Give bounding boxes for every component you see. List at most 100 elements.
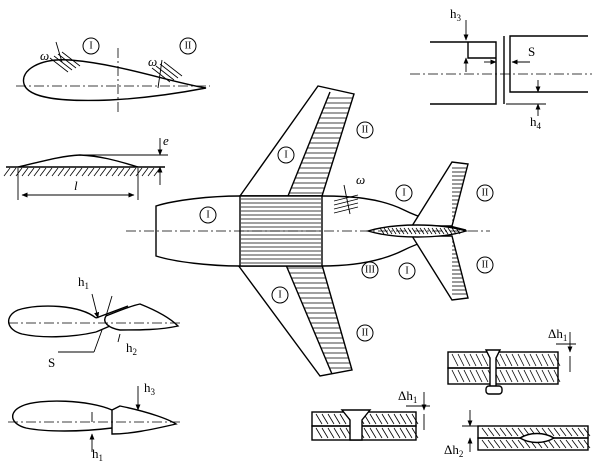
hatch-line (381, 427, 389, 439)
hatch-line (93, 167, 101, 177)
airfoil-waviness-detail: ω ω I II (16, 37, 210, 112)
hatch-line (475, 369, 483, 383)
zone-marker: I (395, 184, 413, 202)
upper-wing-hatching (289, 97, 353, 194)
hatch-line (529, 353, 537, 367)
rivet-upper-dh1: Δh1 (548, 326, 567, 343)
svg-text:I: I (405, 266, 408, 277)
hatch-line (535, 353, 543, 367)
hatch-line (81, 167, 89, 177)
hatch-line (363, 427, 371, 439)
zone-marker: I (277, 146, 295, 164)
svg-text:II: II (362, 328, 369, 339)
zone-marker: II (476, 184, 494, 202)
hatch-line (451, 369, 459, 383)
svg-text:I: I (402, 188, 405, 199)
hatch-line (547, 353, 555, 367)
hatch-line (375, 427, 383, 439)
hatch-line (427, 227, 433, 235)
hatch-line (517, 353, 525, 367)
hatch-line (141, 167, 149, 177)
hatch-line (33, 167, 41, 177)
hatch-line (27, 167, 35, 177)
flap-gap-detail: h1 h2 S (8, 274, 182, 370)
hatch-line (505, 353, 513, 367)
hatch-line (511, 353, 519, 367)
step-h3-label: h3 (450, 6, 462, 23)
hatch-line (481, 427, 489, 437)
hatch-line (457, 369, 465, 383)
rivet-head-detail-upper: Δh1 (447, 326, 576, 395)
hatch-line (463, 353, 471, 367)
hatch-line (69, 167, 77, 177)
hatch-line (577, 427, 585, 437)
hatch-line (375, 413, 383, 425)
hatch-line (21, 167, 29, 177)
hatch-line (559, 439, 567, 449)
fuselage-joint-mark (333, 184, 359, 215)
hatch-line (505, 369, 513, 383)
hatch-line (499, 353, 507, 367)
hatch-line (547, 369, 555, 383)
hatch-line (153, 167, 161, 177)
hatch-line (339, 427, 347, 439)
hatch-line (399, 413, 407, 425)
hatch-line (123, 167, 131, 177)
airfoil-omega-rear: ω (148, 54, 157, 69)
zone-marker: II (356, 324, 374, 342)
te-h1-label: h1 (92, 446, 103, 463)
hatch-line (559, 427, 567, 437)
flap-h1-label: h1 (78, 274, 89, 291)
hatch-line (553, 353, 561, 367)
bump-height-e: e (163, 133, 169, 148)
hatch-line (339, 413, 347, 425)
hatch-line (553, 427, 561, 437)
hatch-line (75, 167, 83, 177)
hatch-line (387, 413, 395, 425)
hatch-line (553, 369, 561, 383)
hatch-line (411, 427, 419, 439)
hatch-line (499, 427, 507, 437)
hatch-line (411, 413, 419, 425)
step-h4-label: h4 (530, 114, 542, 131)
hatch-line (457, 353, 465, 367)
zone-marker: I (271, 286, 289, 304)
hatch-line (391, 227, 397, 235)
trailing-edge-detail: h3 h1 (8, 380, 180, 463)
hatch-line (517, 427, 525, 437)
hatch-line (87, 167, 95, 177)
hatch-line (493, 427, 501, 437)
zone-marker: II (356, 121, 374, 139)
hatch-line (463, 369, 471, 383)
hatch-line (529, 369, 537, 383)
svg-text:I: I (284, 150, 287, 161)
svg-text:I: I (278, 290, 281, 301)
hatch-line (487, 427, 495, 437)
lower-wing-hatching (287, 267, 352, 369)
hatch-line (135, 167, 143, 177)
hatch-line (487, 439, 495, 449)
hatch-line (493, 439, 501, 449)
zone-marker: I (199, 206, 217, 224)
hatch-line (553, 439, 561, 449)
svg-text:II: II (185, 41, 192, 52)
hatch-line (321, 427, 329, 439)
hatch-line (499, 369, 507, 383)
zone-marker: I (398, 262, 416, 280)
hatch-line (511, 439, 519, 449)
aircraft-planform: ω I I II I II III I I II II (126, 85, 494, 377)
hatch-line (333, 427, 341, 439)
step-gap-s: S (528, 44, 535, 59)
hatch-line (481, 353, 489, 367)
hatch-line (321, 413, 329, 425)
hatch-line (541, 353, 549, 367)
flap-gap-s: S (48, 355, 55, 370)
hatch-line (111, 167, 119, 177)
zone-marker: II (179, 37, 197, 55)
step-gap-detail: h3 S h4 (410, 6, 592, 131)
hatch-line (387, 227, 393, 235)
hatch-line (547, 439, 555, 449)
hatch-line (9, 167, 17, 177)
hatch-line (405, 427, 413, 439)
hatch-line (405, 413, 413, 425)
